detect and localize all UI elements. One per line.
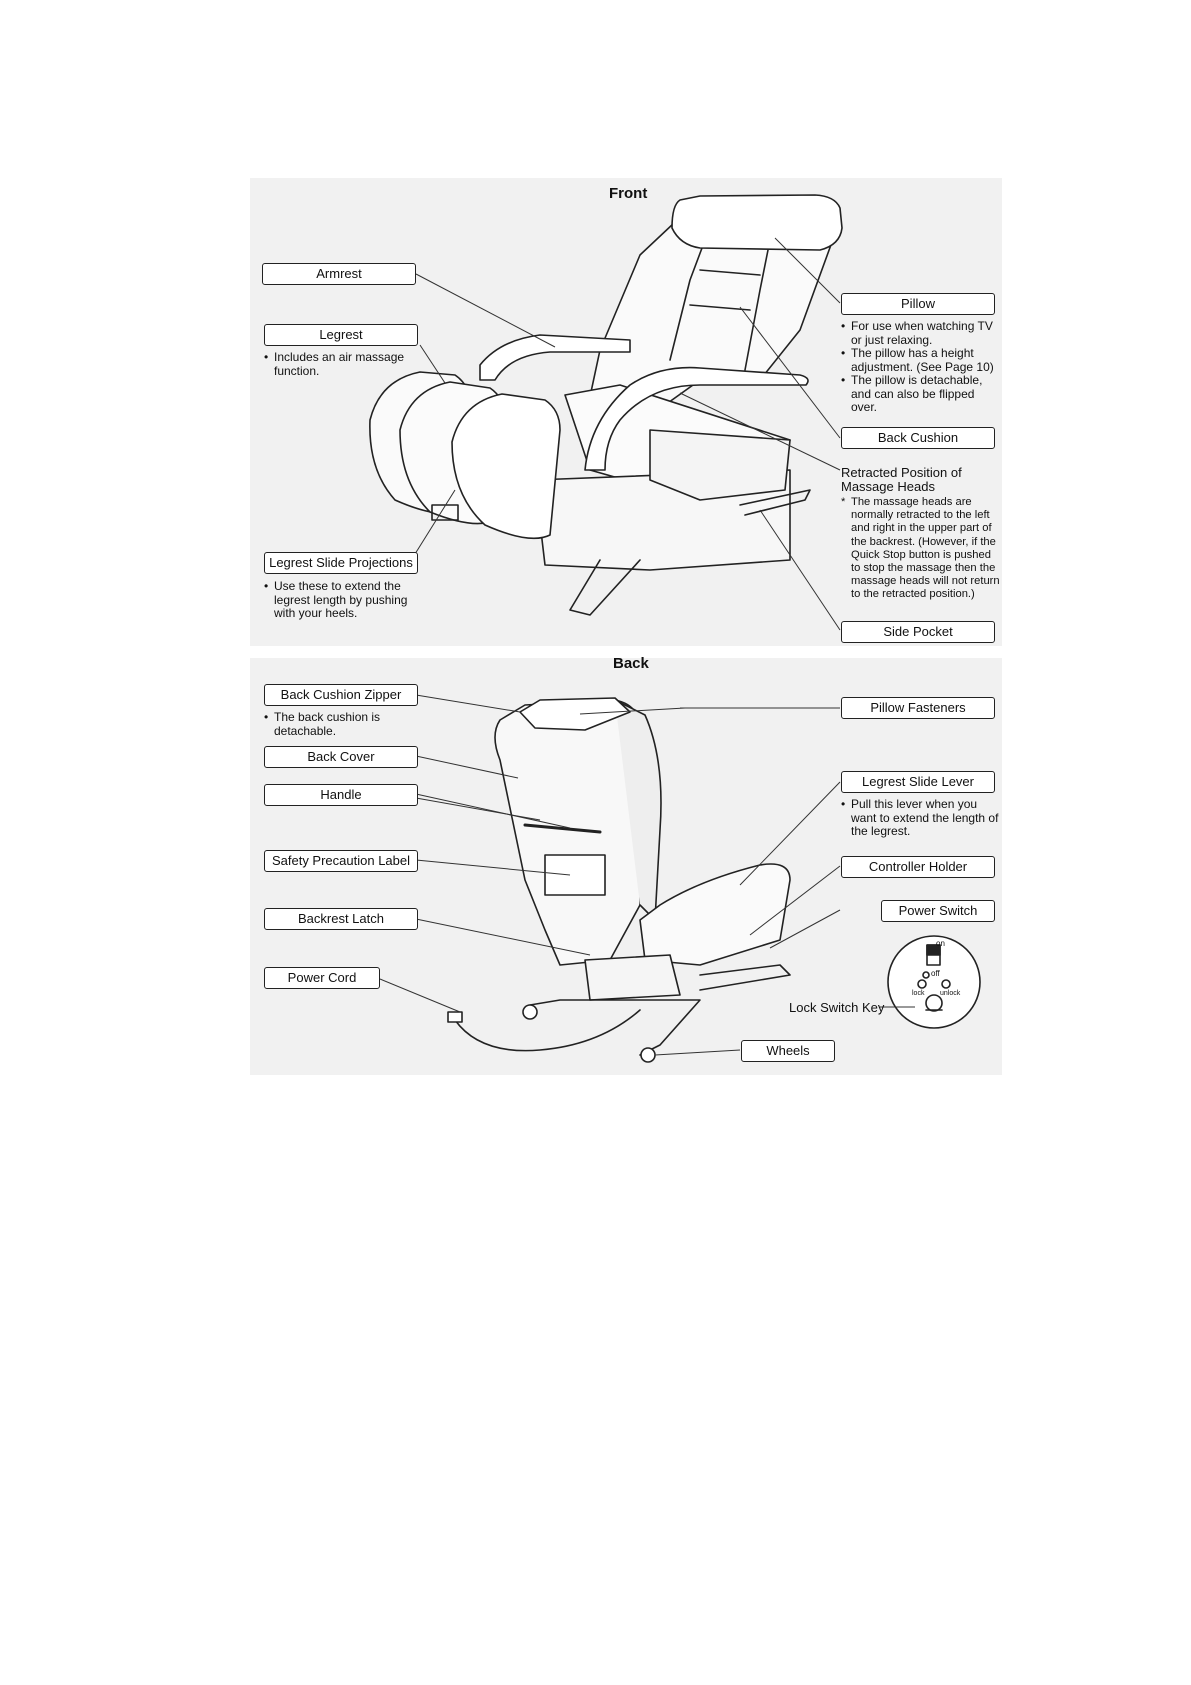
legrest-slide-projections-note-item: Use these to extend the legrest length b… bbox=[264, 579, 432, 621]
side-pocket-label: Side Pocket bbox=[841, 621, 995, 643]
pillow-label: Pillow bbox=[841, 293, 995, 315]
pillow-fasteners-label: Pillow Fasteners bbox=[841, 697, 995, 719]
backrest-latch-label: Backrest Latch bbox=[264, 908, 418, 930]
lock-switch-key-label: Lock Switch Key bbox=[789, 1000, 885, 1015]
legrest-note: Includes an air massage function. bbox=[264, 350, 424, 378]
unlock-text: unlock bbox=[940, 990, 961, 997]
back-heading: Back bbox=[613, 655, 649, 672]
safety-precaution-label-label: Safety Precaution Label bbox=[264, 850, 418, 872]
front-heading: Front bbox=[609, 185, 648, 202]
back-cushion-label: Back Cushion bbox=[841, 427, 995, 449]
retracted-position-title: Retracted Position of Massage Heads bbox=[841, 465, 962, 494]
pillow-note-2: The pillow has a height adjustment. (See… bbox=[841, 346, 1001, 374]
pillow-note-3: The pillow is detachable, and can also b… bbox=[841, 373, 1001, 415]
pillow-notes: For use when watching TV or just relaxin… bbox=[841, 319, 1001, 415]
legrest-note-item: Includes an air massage function. bbox=[264, 350, 424, 378]
retracted-position-note-text: The massage heads are normally retracted… bbox=[841, 496, 1003, 602]
back-cover-label: Back Cover bbox=[264, 746, 418, 768]
switch-on-text: on bbox=[936, 939, 945, 948]
lock-text: lock bbox=[912, 990, 925, 997]
pillow-note-1: For use when watching TV or just relaxin… bbox=[841, 319, 1001, 347]
retracted-position-note: The massage heads are normally retracted… bbox=[841, 496, 1003, 602]
handle-label: Handle bbox=[264, 784, 418, 806]
leader-lines bbox=[379, 237, 915, 1056]
back-cushion-zipper-label: Back Cushion Zipper bbox=[264, 684, 418, 706]
wheels-label: Wheels bbox=[741, 1040, 835, 1062]
legrest-slide-projections-label: Legrest Slide Projections bbox=[264, 552, 418, 574]
power-switch-inset bbox=[887, 935, 981, 1029]
controller-holder-label: Controller Holder bbox=[841, 856, 995, 878]
power-switch-label: Power Switch bbox=[881, 900, 995, 922]
front-chair bbox=[369, 194, 843, 616]
legrest-slide-lever-note-item: Pull this lever when you want to extend … bbox=[841, 797, 1001, 839]
back-chair bbox=[447, 697, 791, 1063]
armrest-label: Armrest bbox=[262, 263, 416, 285]
back-cushion-zipper-note: The back cushion is detachable. bbox=[264, 710, 414, 738]
legrest-slide-lever-note: Pull this lever when you want to extend … bbox=[841, 797, 1001, 839]
legrest-slide-lever-label: Legrest Slide Lever bbox=[841, 771, 995, 793]
back-cushion-zipper-note-item: The back cushion is detachable. bbox=[264, 710, 414, 738]
switch-off-text: off bbox=[931, 969, 940, 978]
power-cord-label: Power Cord bbox=[264, 967, 380, 989]
legrest-slide-projections-note: Use these to extend the legrest length b… bbox=[264, 579, 432, 621]
legrest-label: Legrest bbox=[264, 324, 418, 346]
